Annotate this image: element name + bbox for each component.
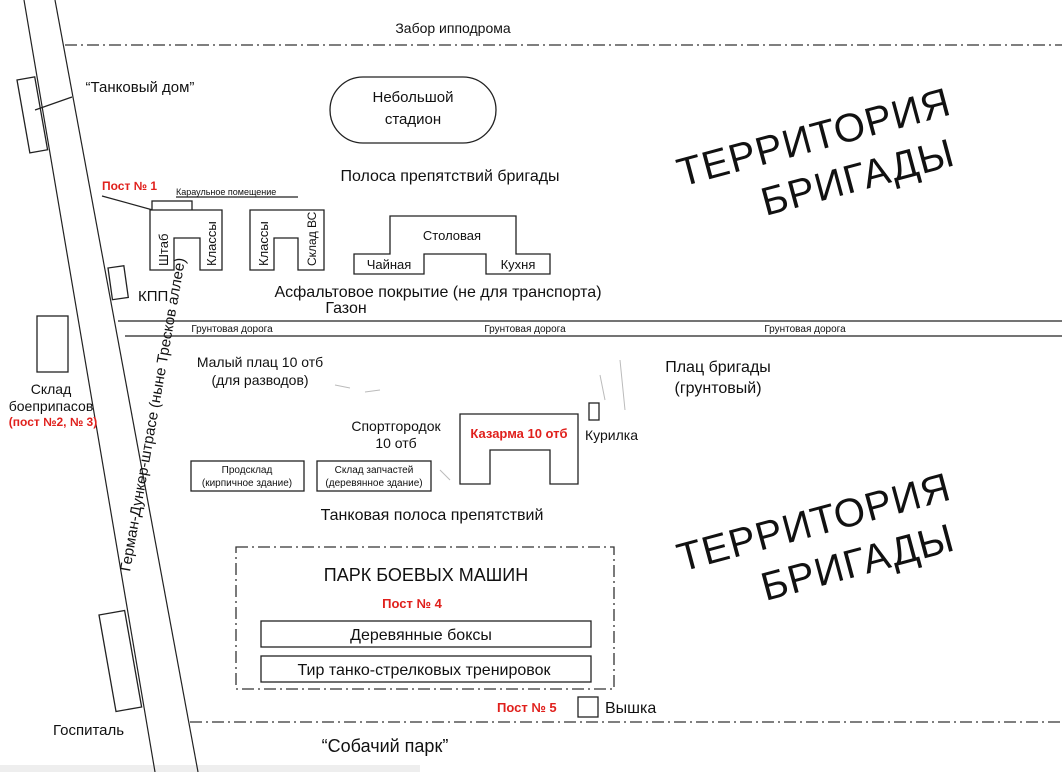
watch-tower — [577, 696, 599, 718]
canteen-building — [353, 215, 551, 275]
vehicle-park-boundary — [235, 546, 615, 690]
guard-room-label: Караульное помещение — [176, 187, 276, 197]
tea-room-label: Чайная — [367, 257, 412, 272]
barracks-building — [459, 413, 579, 485]
dirt-road-label-2: Грунтовая дорога — [484, 324, 566, 335]
dog-park-label: “Собачий парк” — [322, 736, 449, 756]
small-parade-line2: (для разводов) — [211, 372, 308, 388]
dirt-road-label-3: Грунтовая дорога — [764, 324, 846, 335]
street-edge-right — [54, 0, 199, 772]
brigade-parade-line1: Плац бригады — [665, 359, 771, 376]
lawn-label: Газон — [325, 300, 366, 317]
food-store-building — [190, 460, 305, 492]
kpp-building — [107, 265, 130, 301]
asphalt-label: Асфальтовое покрытие (не для транспорта) — [274, 284, 601, 301]
ammo-warehouse-building — [36, 315, 69, 373]
food-store-line1: Продсклад — [222, 465, 273, 476]
bottom-scan-strip — [0, 765, 420, 772]
street-edge-left — [23, 0, 156, 772]
food-store-line2: (кирпичное здание) — [202, 478, 292, 489]
ammo-label-line1: Склад — [31, 381, 72, 397]
post5-label: Пост № 5 — [497, 700, 557, 715]
wooden-boxes-building — [260, 620, 592, 648]
parts-store-line1: Склад запчастей — [335, 465, 414, 476]
background-smudges — [334, 359, 626, 481]
fence-label: Забор ипподрома — [395, 20, 511, 36]
canteen-label: Столовая — [423, 228, 481, 243]
stadium-label-line1: Небольшой — [373, 89, 454, 106]
post4-label: Пост № 4 — [382, 596, 442, 611]
tank-house-pointer — [34, 96, 73, 111]
hq-building — [149, 209, 223, 271]
small-stadium — [329, 76, 497, 144]
tower-label: Вышка — [605, 700, 656, 717]
brigade-parade-line2: (грунтовый) — [674, 380, 761, 397]
territory-label-top: ТЕРРИТОРИЯ БРИГАДЫ — [672, 80, 959, 225]
kitchen-label: Кухня — [501, 257, 536, 272]
parts-store-line2: (деревянное здание) — [325, 478, 422, 489]
ammo-label-line2: боеприпасов — [9, 398, 94, 414]
warehouse-vs-label: Склад ВС — [305, 211, 319, 266]
shooting-range-building — [260, 655, 592, 683]
barracks-label: Казарма 10 отб — [470, 426, 567, 441]
classes-label-2: Классы — [256, 221, 271, 266]
tank-house-label: “Танковый дом” — [86, 79, 195, 96]
wooden-boxes-label: Деревянные боксы — [350, 627, 492, 644]
kpp-label: КПП — [138, 288, 168, 305]
vehicle-park-label: ПАРК БОЕВЫХ МАШИН — [324, 565, 528, 585]
dirt-road-label-1: Грунтовая дорога — [191, 324, 273, 335]
territory-label-bottom: ТЕРРИТОРИЯ БРИГАДЫ — [672, 465, 959, 610]
sports-label-line1: Спортгородок — [351, 418, 441, 434]
stadium-label-line2: стадион — [385, 111, 441, 128]
smoking-label: Курилка — [585, 427, 638, 443]
tank-house-building — [16, 76, 49, 154]
ammo-posts-label: (пост №2, № 3) — [9, 415, 97, 429]
post1-label: Пост № 1 — [102, 179, 157, 193]
tank-course-label: Танковая полоса препятствий — [321, 507, 544, 524]
smoking-area — [588, 402, 600, 421]
classes-label-1: Классы — [204, 221, 219, 266]
sports-label-line2: 10 отб — [375, 435, 416, 451]
parts-store-building — [316, 460, 432, 492]
post1-pointer — [101, 195, 161, 213]
hospital-label: Госпиталь — [53, 722, 124, 739]
classes-warehouse-building — [249, 209, 325, 271]
small-parade-line1: Малый плац 10 отб — [197, 354, 323, 370]
obstacle-course-label: Полоса препятствий бригады — [340, 168, 559, 185]
hq-label: Штаб — [156, 234, 171, 266]
hospital-building — [98, 609, 143, 713]
shooting-range-label: Тир танко-стрелковых тренировок — [297, 662, 551, 679]
